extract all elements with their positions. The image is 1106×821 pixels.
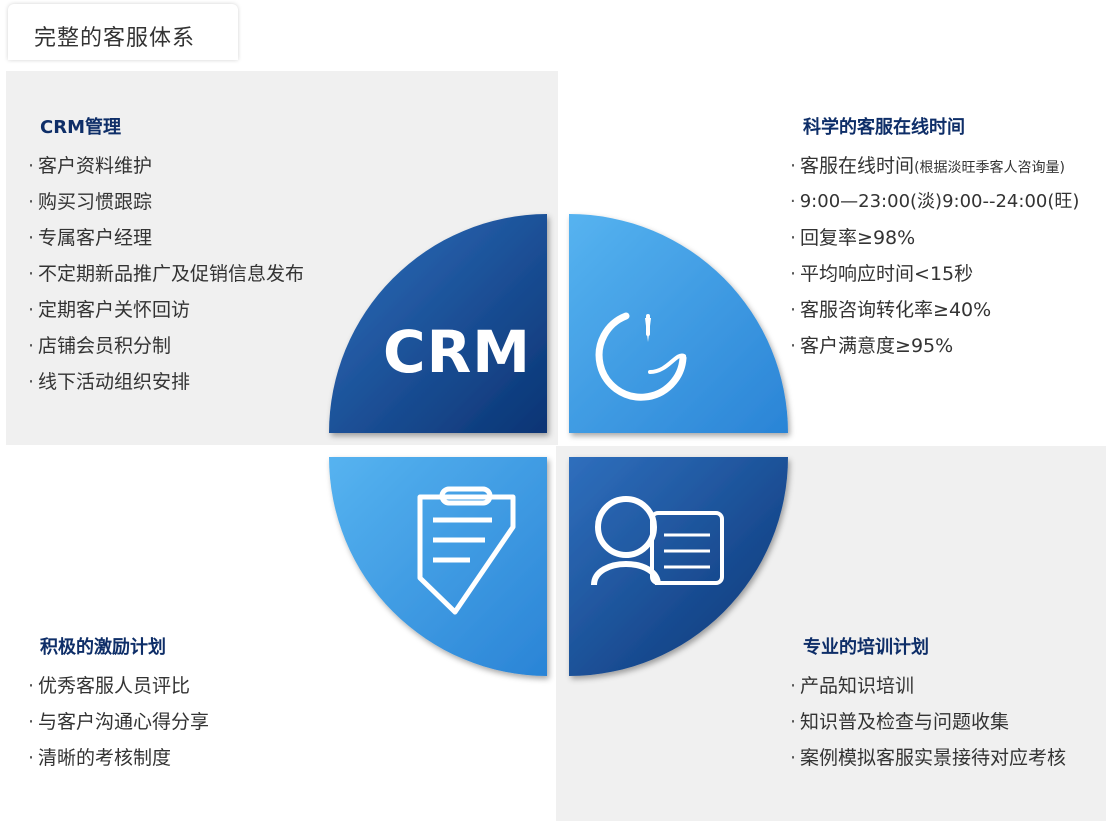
list-item: ·9:00—23:00(淡)9:00--24:00(旺) — [790, 191, 1080, 212]
list-item: ·清晰的考核制度 — [28, 747, 172, 769]
list-item: ·客服咨询转化率≥40% — [790, 299, 992, 321]
online-section-title: 科学的客服在线时间 — [803, 117, 965, 138]
page-title: 完整的客服体系 — [34, 26, 196, 51]
list-item: ·与客户沟通心得分享 — [28, 711, 210, 733]
list-item: ·店铺会员积分制 — [28, 335, 172, 357]
online-list: ·客服在线时间(根据淡旺季客人咨询量) ·9:00—23:00(淡)9:00--… — [790, 148, 1079, 364]
incentive-list: ·优秀客服人员评比 ·与客户沟通心得分享 ·清晰的考核制度 — [28, 668, 209, 776]
clock-icon — [595, 312, 687, 401]
list-item: ·定期客户关怀回访 — [28, 299, 191, 321]
list-item: ·客户满意度≥95% — [790, 335, 954, 357]
list-item: ·购买习惯跟踪 — [28, 191, 153, 213]
list-item: ·客户资料维护 — [28, 155, 153, 177]
training-list: ·产品知识培训 ·知识普及检查与问题收集 ·案例模拟客服实景接待对应考核 — [790, 668, 1066, 776]
list-item: ·专属客户经理 — [28, 227, 153, 249]
crm-text-icon: CRM — [383, 318, 531, 386]
customer-card-icon — [591, 496, 724, 586]
list-item: ·知识普及检查与问题收集 — [790, 711, 1010, 733]
list-item: ·回复率≥98% — [790, 227, 916, 249]
clipboard-check-icon — [417, 486, 516, 615]
list-item: ·优秀客服人员评比 — [28, 675, 191, 697]
quadrant-top-left — [329, 214, 547, 433]
crm-list: ·客户资料维护 ·购买习惯跟踪 ·专属客户经理 ·不定期新品推广及促销信息发布 … — [28, 148, 304, 400]
list-item: ·不定期新品推广及促销信息发布 — [28, 263, 305, 285]
list-item: ·平均响应时间<15秒 — [790, 263, 974, 285]
list-item: ·线下活动组织安排 — [28, 371, 191, 393]
title-tab: 完整的客服体系 — [8, 4, 238, 60]
training-section-title: 专业的培训计划 — [803, 637, 929, 658]
list-item: ·产品知识培训 — [790, 675, 915, 697]
incentive-section-title: 积极的激励计划 — [40, 637, 166, 658]
quadrant-top-right — [569, 214, 788, 433]
list-item: ·案例模拟客服实景接待对应考核 — [790, 747, 1067, 769]
quadrant-bottom-left — [329, 457, 547, 676]
crm-section-title: CRM管理 — [40, 117, 121, 138]
list-item: ·客服在线时间(根据淡旺季客人咨询量) — [790, 155, 1065, 177]
